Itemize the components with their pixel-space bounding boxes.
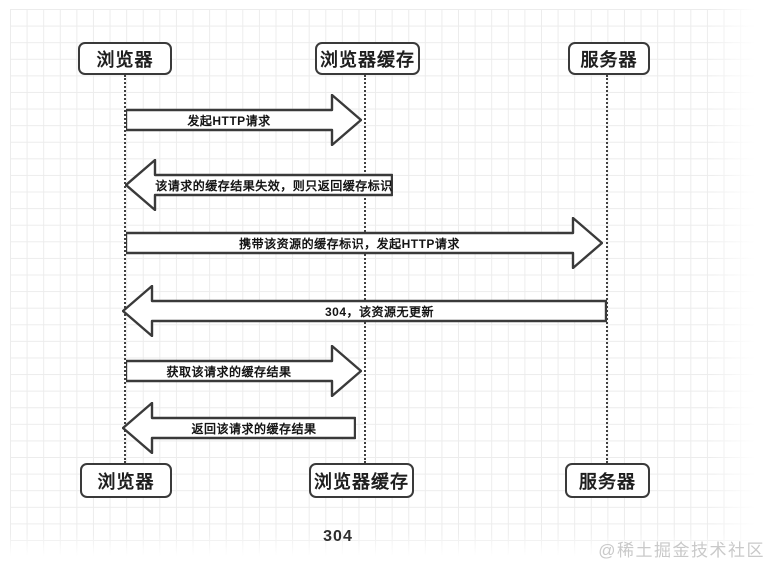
- actor-browser-bottom-label: 浏览器: [97, 471, 155, 492]
- message-arrow-304-not-modified: 304，该资源无更新: [122, 285, 607, 337]
- fat-arrow-right-icon: [126, 217, 603, 269]
- actor-browser-cache-top: 浏览器缓存: [315, 42, 420, 75]
- message-label: 发起HTTP请求: [187, 113, 271, 128]
- fat-arrow-left-icon: [122, 285, 607, 337]
- message-arrow-cache-expired: 该请求的缓存结果失效，则只返回缓存标识: [125, 159, 393, 211]
- fat-arrow-left-icon: [125, 159, 393, 211]
- actor-browser-bottom: 浏览器: [80, 463, 172, 498]
- lifeline-browser: [124, 75, 126, 463]
- message-label: 获取该请求的缓存结果: [166, 364, 292, 379]
- actor-browser-top: 浏览器: [78, 42, 172, 75]
- diagram-caption: 304: [323, 528, 353, 545]
- actor-browser-cache-top-label: 浏览器缓存: [320, 49, 415, 70]
- message-label: 304，该资源无更新: [324, 304, 435, 319]
- lifeline-server: [606, 75, 608, 463]
- actor-browser-cache-bottom-label: 浏览器缓存: [314, 471, 409, 492]
- actor-server-bottom: 服务器: [565, 463, 650, 498]
- watermark-text: @稀土掘金技术社区: [598, 541, 765, 560]
- fat-arrow-right-icon: [126, 345, 362, 397]
- actor-browser-cache-bottom: 浏览器缓存: [309, 463, 414, 498]
- actor-server-top-label: 服务器: [580, 49, 638, 70]
- actor-server-top: 服务器: [568, 42, 650, 75]
- message-arrow-http-request: 发起HTTP请求: [126, 94, 362, 146]
- message-label: 携带该资源的缓存标识，发起HTTP请求: [239, 236, 460, 251]
- fat-arrow-left-icon: [122, 402, 356, 454]
- message-arrow-get-cached-result: 获取该请求的缓存结果: [126, 345, 362, 397]
- message-arrow-request-with-etag: 携带该资源的缓存标识，发起HTTP请求: [126, 217, 603, 269]
- actor-server-bottom-label: 服务器: [579, 471, 636, 492]
- lifeline-browser-cache: [364, 75, 366, 463]
- message-label: 返回该请求的缓存结果: [191, 421, 317, 436]
- actor-browser-top-label: 浏览器: [96, 49, 154, 70]
- message-arrow-return-cached-result: 返回该请求的缓存结果: [122, 402, 356, 454]
- message-label: 该请求的缓存结果失效，则只返回缓存标识: [155, 178, 393, 193]
- fat-arrow-right-icon: [126, 94, 362, 146]
